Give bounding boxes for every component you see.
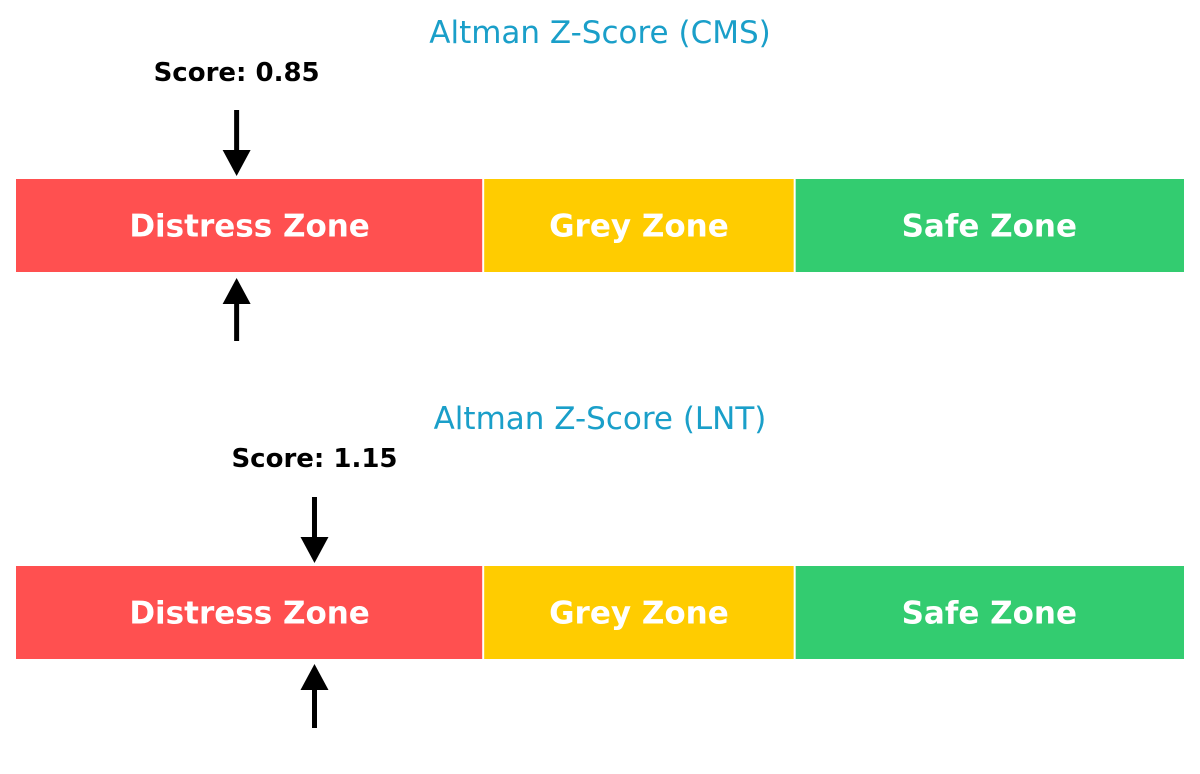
zone-label: Grey Zone bbox=[549, 209, 729, 245]
zone-distress-zone bbox=[16, 179, 484, 272]
zone-bar: Distress Zone Grey Zone Safe Zone bbox=[16, 566, 1184, 659]
zone-bar: Distress Zone Grey Zone Safe Zone bbox=[16, 179, 1184, 272]
zone-grey-zone bbox=[483, 179, 795, 272]
zone-label: Safe Zone bbox=[902, 209, 1077, 245]
down-arrow-icon bbox=[222, 150, 251, 176]
zone-grey-zone bbox=[483, 566, 795, 659]
zone-label: Grey Zone bbox=[549, 596, 729, 632]
zone-label: Distress Zone bbox=[129, 209, 370, 245]
score-label: Score: 0.85 bbox=[154, 58, 320, 88]
gauge-cms: Altman Z-Score (CMS) Score: 0.85 Distres… bbox=[16, 15, 1184, 341]
chart-title: Altman Z-Score (CMS) bbox=[429, 15, 770, 51]
up-arrow-icon bbox=[222, 278, 251, 304]
zone-label: Safe Zone bbox=[902, 596, 1077, 632]
up-arrow-icon bbox=[300, 664, 329, 690]
score-markers bbox=[300, 497, 329, 728]
zone-label: Distress Zone bbox=[129, 596, 370, 632]
score-markers bbox=[222, 110, 251, 341]
zone-safe-zone bbox=[794, 179, 1184, 272]
down-arrow-icon bbox=[300, 537, 329, 563]
gauge-lnt: Altman Z-Score (LNT) Score: 1.15 Distres… bbox=[16, 401, 1184, 728]
score-label: Score: 1.15 bbox=[231, 444, 397, 474]
zone-distress-zone bbox=[16, 566, 484, 659]
chart-title: Altman Z-Score (LNT) bbox=[434, 401, 767, 437]
zone-safe-zone bbox=[794, 566, 1184, 659]
